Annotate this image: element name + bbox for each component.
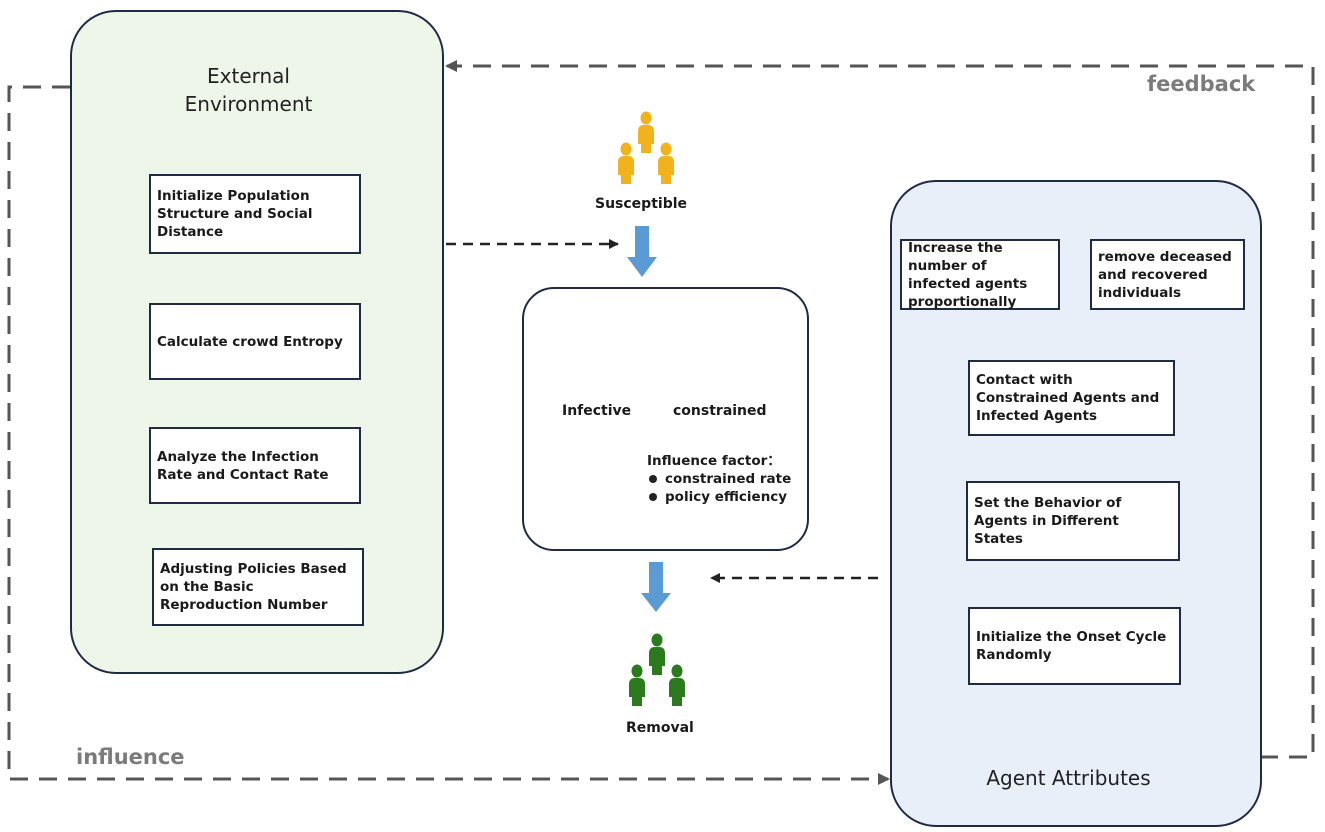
env-step-adjust-policies: Adjusting Policies Based on the Basic Re… [152, 548, 364, 626]
feedback-label: feedback [1147, 72, 1256, 96]
legend-item-label: policy efficiency [665, 489, 788, 505]
env-step-analyze-rates: Analyze the Infection Rate and Contact R… [149, 427, 361, 504]
bullet-icon [649, 475, 657, 483]
agent-step-initialize-onset: Initialize the Onset Cycle Randomly [968, 607, 1181, 685]
agent-step-remove-individuals: remove deceased and recovered individual… [1090, 239, 1245, 310]
susceptible-label: Susceptible [595, 196, 688, 212]
influence-loop-line [7, 85, 890, 785]
env-step-calculate-entropy: Calculate crowd Entropy [149, 303, 361, 380]
infection-panel [522, 287, 809, 551]
agent-step-contact: Contact with Constrained Agents and Infe… [968, 360, 1175, 436]
agent-attributes-title: Agent Attributes [986, 766, 1151, 790]
legend-item-label: constrained rate [665, 471, 792, 487]
infective-label: Infective [562, 403, 632, 419]
removal-label: Removal [626, 720, 694, 736]
influence-factor-title: Influence factor： [647, 453, 781, 469]
person-group-icon [618, 111, 674, 184]
down-arrow-icon [627, 226, 657, 277]
legend-item: constrained rate [647, 470, 791, 488]
influence-label: influence [76, 745, 185, 769]
legend-item: policy efficiency [647, 488, 791, 506]
influence-factor-legend: Influence factor： constrained rate polic… [647, 452, 791, 506]
bullet-icon [649, 493, 657, 501]
down-arrow-icon [641, 562, 671, 612]
external-environment-title: External Environment [184, 64, 313, 116]
env-step-initialize-population: Initialize Population Structure and Soci… [149, 174, 361, 254]
feedback-loop-line [445, 60, 1315, 759]
constrained-label: constrained [673, 403, 767, 419]
person-group-icon [629, 633, 685, 706]
agent-step-set-behavior: Set the Behavior of Agents in Different … [966, 481, 1180, 561]
agent-step-increase-infected: Increase the number of infected agents p… [900, 239, 1060, 310]
